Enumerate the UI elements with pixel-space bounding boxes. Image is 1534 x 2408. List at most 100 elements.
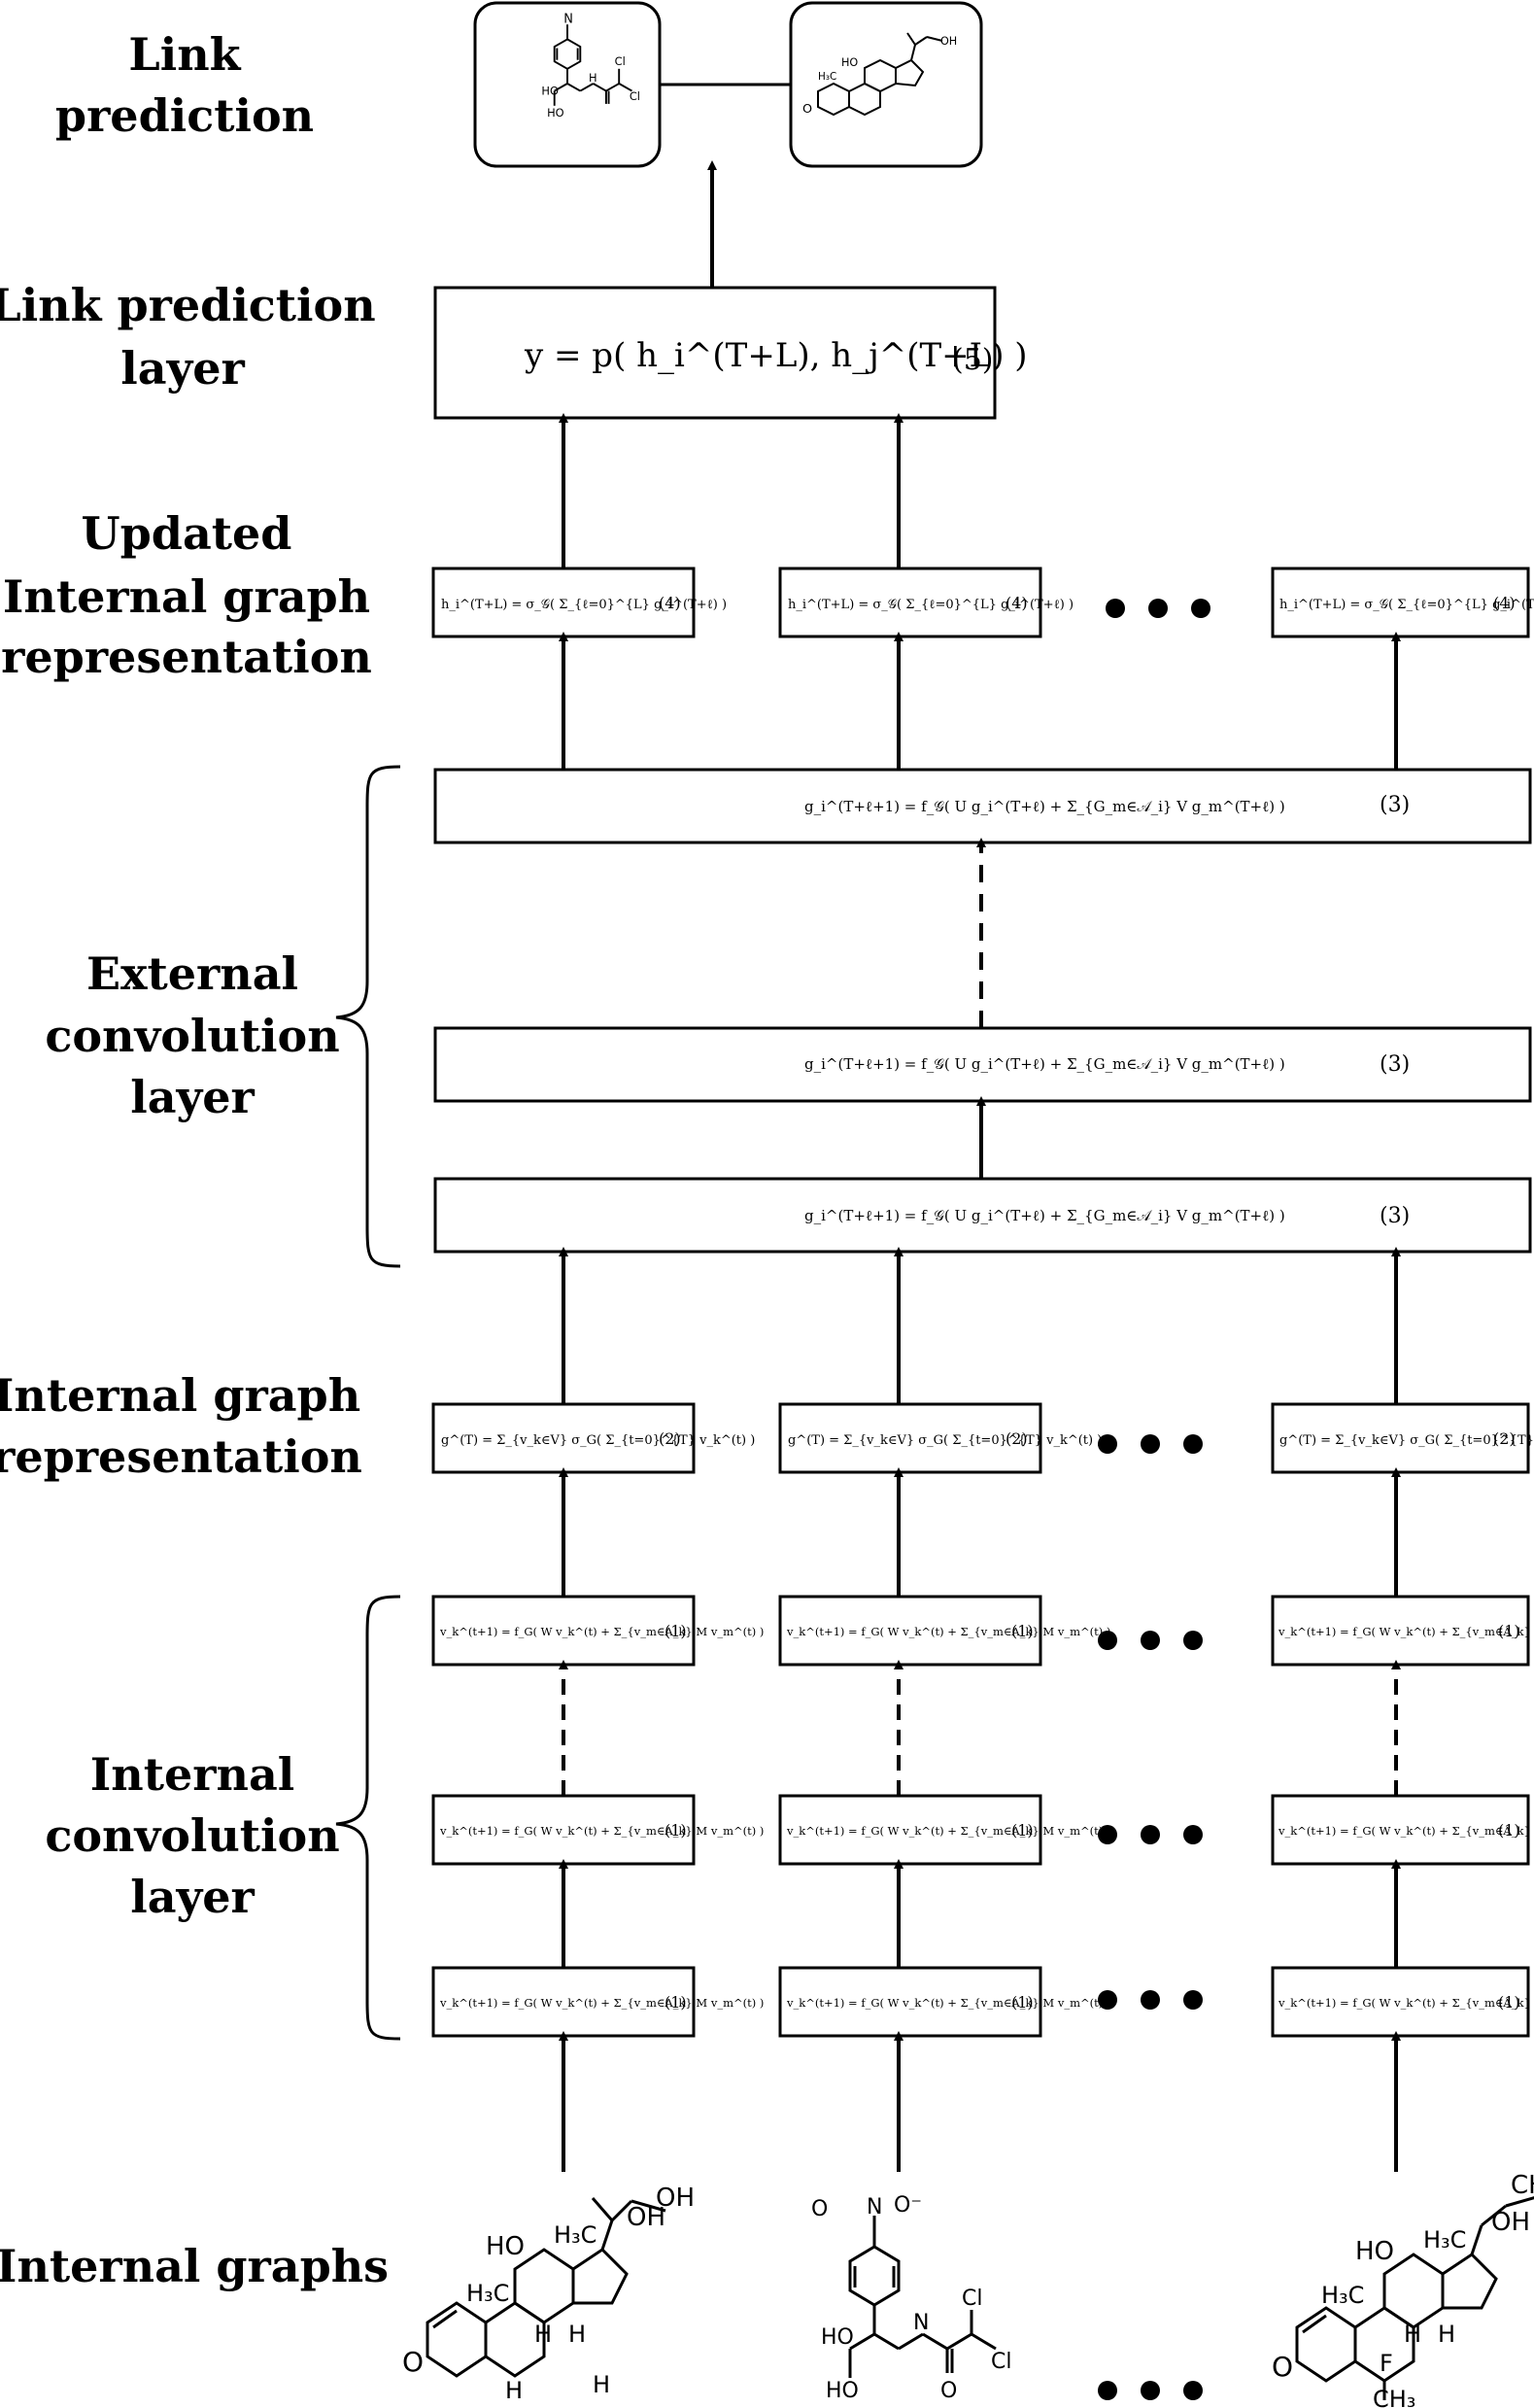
output-molecule-chloramphenicol: N HO HO H Cl Cl — [541, 12, 640, 120]
atom-h: H — [534, 2321, 552, 2348]
eq1-text: v_k^(t+1) = f_G( W v_k^(t) + Σ_{v_m∈A_k}… — [439, 1824, 764, 1838]
atom-oh-2: OH — [656, 2184, 695, 2213]
ellipsis-molecules — [1098, 2381, 1203, 2400]
atom-ho-2: HO — [547, 106, 564, 120]
atom-cl-2: Cl — [630, 89, 640, 103]
atom-ho-2: HO — [826, 2379, 859, 2403]
label-internal-conv: Internal convolution layer — [45, 1748, 339, 1923]
ellipsis-eq1-r2 — [1098, 1825, 1203, 1844]
eq3-number: (3) — [1380, 1204, 1410, 1228]
atom-h3c: H₃C — [1321, 2282, 1364, 2309]
label-internal-conv-line2: convolution — [45, 1809, 339, 1862]
label-link-prediction: Link prediction — [55, 28, 314, 142]
atom-cl: Cl — [962, 2287, 982, 2311]
label-updated-internal: Updated Internal graph representation — [1, 507, 372, 683]
label-internal-conv-line1: Internal — [90, 1748, 294, 1801]
eq1-number: (1) — [1011, 1993, 1034, 2012]
eq1-number: (1) — [1498, 1622, 1520, 1640]
eq3-number: (3) — [1380, 793, 1410, 817]
eq1-box-r1-c1: v_k^(t+1) = f_G( W v_k^(t) + Σ_{v_m∈A_k}… — [431, 1595, 764, 1667]
atom-oh: OH — [627, 2203, 665, 2232]
eq2-box-2: g^(T) = Σ_{v_k∈V} σ_G( Σ_{t=0}^{T} v_k^(… — [778, 1402, 1102, 1474]
molecule-hydrocortisone: O HO H₃C H₃C OH OH H H H H — [402, 2184, 695, 2404]
eq3-box-bottom: g_i^(T+ℓ+1) = f_𝒢( U g_i^(T+ℓ) + Σ_{G_m∈… — [433, 1177, 1532, 1254]
eq3-box-middle: g_i^(T+ℓ+1) = f_𝒢( U g_i^(T+ℓ) + Σ_{G_m∈… — [433, 1026, 1532, 1103]
atom-o: O — [802, 102, 812, 117]
eq1-text: v_k^(t+1) = f_G( W v_k^(t) + Σ_{v_m∈A_k}… — [786, 1625, 1110, 1638]
atom-h3c: H₃C — [818, 71, 836, 83]
eq1-box-r1-c2: v_k^(t+1) = f_G( W v_k^(t) + Σ_{v_m∈A_k}… — [778, 1595, 1110, 1667]
atom-ho: HO — [821, 2325, 854, 2350]
atom-oh: OH — [940, 35, 957, 48]
eq1-box-r3-c1: v_k^(t+1) = f_G( W v_k^(t) + Σ_{v_m∈A_k}… — [431, 1966, 764, 2038]
atom-h-3: H — [505, 2377, 523, 2404]
ellipsis-eq1-r1 — [1098, 1631, 1203, 1650]
label-internal-graphs: Internal graphs — [0, 2240, 389, 2292]
eq4-box-3: h_i^(T+L) = σ_𝒢( Σ_{ℓ=0}^{L} g_i^(T+ℓ) )… — [1271, 567, 1534, 638]
eq2-box-3: g^(T) = Σ_{v_k∈V} σ_G( Σ_{t=0}^{T} v_k^(… — [1271, 1402, 1534, 1474]
eq1-box-r3-c2: v_k^(t+1) = f_G( W v_k^(t) + Σ_{v_m∈A_k}… — [778, 1966, 1110, 2038]
ellipsis-eq1-r3 — [1098, 1990, 1203, 2010]
eq2-text: g^(T) = Σ_{v_k∈V} σ_G( Σ_{t=0}^{T} v_k^(… — [441, 1433, 755, 1448]
label-link-prediction-layer-line1: Link prediction — [0, 279, 376, 331]
label-internal-graph-repr-line2: representation — [0, 1430, 362, 1483]
eq1-box-r2-c2: v_k^(t+1) = f_G( W v_k^(t) + Σ_{v_m∈A_k}… — [778, 1794, 1110, 1866]
atom-h3c-2: H₃C — [554, 2221, 597, 2249]
eq4-number: (4) — [1006, 594, 1028, 612]
eq5-box — [433, 286, 997, 420]
eq1-box-r2-c3: v_k^(t+1) = f_G( W v_k^(t) + Σ_{v_m∈A_k}… — [1271, 1794, 1534, 1866]
eq1-text: v_k^(t+1) = f_G( W v_k^(t) + Σ_{v_m∈A_k}… — [1278, 1625, 1534, 1638]
atom-n-nitro: N — [867, 2195, 882, 2219]
eq1-number: (1) — [665, 1821, 687, 1840]
eq1-number: (1) — [665, 1993, 687, 2012]
eq2-number: (2) — [659, 1429, 681, 1448]
label-external-conv: External convolution layer — [45, 947, 339, 1123]
label-link-prediction-layer-line2: layer — [120, 342, 245, 395]
label-updated-internal-line3: representation — [1, 631, 372, 683]
eq1-number: (1) — [665, 1622, 687, 1640]
eq2-number: (2) — [1493, 1429, 1516, 1448]
ellipsis-eq2 — [1098, 1434, 1203, 1454]
eq3-number: (3) — [1380, 1052, 1410, 1077]
eq4-number: (4) — [659, 594, 681, 612]
atom-o-minus: O⁻ — [894, 2193, 922, 2218]
label-updated-internal-line1: Updated — [82, 507, 292, 560]
eq1-number: (1) — [1011, 1821, 1034, 1840]
eq1-number: (1) — [1011, 1622, 1034, 1640]
eq2-number: (2) — [1006, 1429, 1028, 1448]
atom-n: N — [563, 12, 573, 26]
atom-h3c: H₃C — [466, 2280, 509, 2307]
eq2-text: g^(T) = Σ_{v_k∈V} σ_G( Σ_{t=0}^{T} v_k^(… — [1279, 1433, 1534, 1448]
molecule-chloramphenicol: O N O⁻ HO HO N Cl Cl O — [811, 2193, 1011, 2403]
atom-oh: OH — [1491, 2208, 1530, 2237]
atom-h-4: H — [593, 2371, 610, 2398]
eq1-text: v_k^(t+1) = f_G( W v_k^(t) + Σ_{v_m∈A_k}… — [1278, 1824, 1534, 1838]
eq1-number: (1) — [1498, 1993, 1520, 2012]
atom-o-amide: O — [940, 2379, 957, 2403]
eq4-text: h_i^(T+L) = σ_𝒢( Σ_{ℓ=0}^{L} g_i^(T+ℓ) ) — [441, 598, 727, 612]
eq3-box-top: g_i^(T+ℓ+1) = f_𝒢( U g_i^(T+ℓ) + Σ_{G_m∈… — [433, 768, 1532, 844]
atom-ho: HO — [541, 84, 559, 97]
label-link-prediction-line1: Link — [128, 28, 241, 81]
eq1-text: v_k^(t+1) = f_G( W v_k^(t) + Σ_{v_m∈A_k}… — [786, 1996, 1110, 2010]
eq1-text: v_k^(t+1) = f_G( W v_k^(t) + Σ_{v_m∈A_k}… — [439, 1996, 764, 2010]
atom-ho: HO — [486, 2232, 525, 2261]
label-external-conv-line1: External — [86, 947, 298, 1000]
atom-ch3-2: CH₃ — [1373, 2386, 1415, 2408]
ellipsis-eq4 — [1106, 599, 1210, 618]
atom-o: O — [1272, 2351, 1293, 2383]
eq4-box-2: h_i^(T+L) = σ_𝒢( Σ_{ℓ=0}^{L} g_i^(T+ℓ) )… — [778, 567, 1074, 638]
atom-o: O — [402, 2346, 424, 2378]
label-internal-graphs-line1: Internal graphs — [0, 2240, 389, 2292]
atom-ch3: CH₃ — [1511, 2171, 1534, 2200]
atom-n: N — [913, 2311, 929, 2335]
eq1-text: v_k^(t+1) = f_G( W v_k^(t) + Σ_{v_m∈A_k}… — [439, 1625, 764, 1638]
atom-h-2: H — [568, 2321, 586, 2348]
output-molecule-box-right — [789, 1, 983, 168]
label-link-prediction-layer: Link prediction layer — [0, 279, 376, 395]
eq4-text: h_i^(T+L) = σ_𝒢( Σ_{ℓ=0}^{L} g_i^(T+ℓ) ) — [788, 598, 1074, 612]
eq1-box-r1-c3: v_k^(t+1) = f_G( W v_k^(t) + Σ_{v_m∈A_k}… — [1271, 1595, 1534, 1667]
eq1-box-r3-c3: v_k^(t+1) = f_G( W v_k^(t) + Σ_{v_m∈A_k}… — [1271, 1966, 1534, 2038]
molecule-fluoro-steroid: O HO H₃C H₃C OH CH₃ F H H CH₃ — [1272, 2171, 1534, 2408]
label-external-conv-line2: convolution — [45, 1010, 339, 1062]
